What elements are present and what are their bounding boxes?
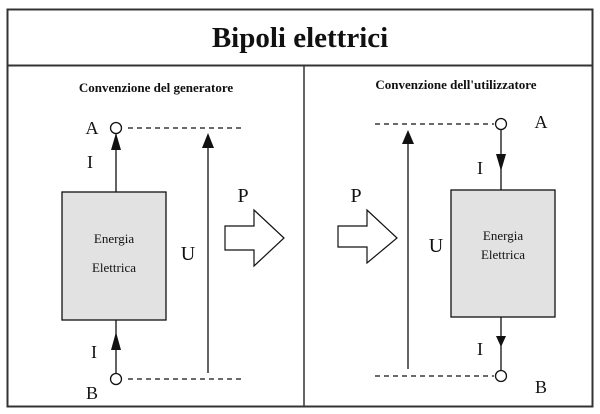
- bipole-box: [450, 189, 556, 318]
- voltage-label: U: [181, 243, 196, 265]
- current-arrow-top-icon: [496, 154, 506, 171]
- current-label-bottom: I: [91, 342, 97, 362]
- current-label-bottom: I: [477, 339, 483, 359]
- bipole-box: [61, 191, 167, 321]
- page-title: Bipoli elettrici: [212, 22, 388, 54]
- terminal-b: [494, 369, 508, 383]
- voltage-arrow-icon: [402, 130, 414, 144]
- left-panel-generator: Convenzione del generatore A I Energia E…: [61, 80, 285, 403]
- terminal-a: [494, 117, 508, 131]
- right-heading: Convenzione dell'utilizzatore: [375, 77, 536, 92]
- terminal-b: [109, 372, 123, 386]
- terminal-a-label: A: [535, 112, 548, 132]
- power-flow-arrow-icon: [224, 208, 285, 268]
- box-line2: Elettrica: [481, 247, 525, 262]
- current-label-top: I: [87, 152, 93, 172]
- outer-frame: [6, 8, 594, 408]
- terminal-a: [109, 121, 123, 135]
- power-flow-arrow-icon: [337, 208, 398, 265]
- voltage-label: U: [429, 235, 444, 257]
- box-line1: Energia: [94, 231, 134, 246]
- terminal-a-label: A: [86, 118, 99, 138]
- current-arrow-top-icon: [111, 133, 121, 150]
- current-arrow-bottom-icon: [496, 336, 506, 347]
- left-heading: Convenzione del generatore: [79, 80, 234, 95]
- voltage-arrow-icon: [202, 133, 214, 148]
- terminal-b-label: B: [86, 383, 98, 403]
- box-line1: Energia: [483, 228, 523, 243]
- power-label: P: [350, 185, 361, 207]
- current-label-top: I: [477, 158, 483, 178]
- box-line2: Elettrica: [92, 260, 136, 275]
- power-label: P: [237, 185, 248, 207]
- current-arrow-bottom-icon: [111, 332, 121, 350]
- terminal-b-label: B: [535, 377, 547, 397]
- right-panel-user: Convenzione dell'utilizzatore A I Energi…: [337, 77, 556, 397]
